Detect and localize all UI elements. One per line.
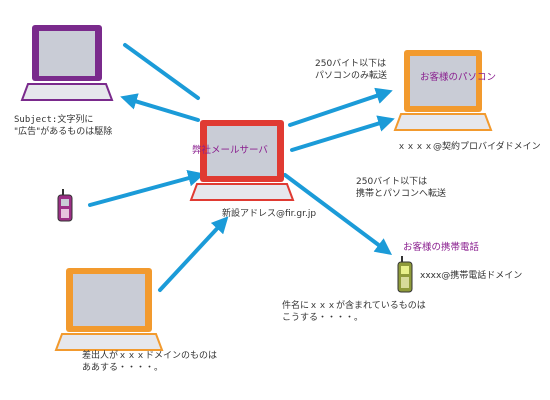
server-screen — [207, 126, 277, 176]
laptop-top-left — [20, 25, 114, 101]
laptop-bottom-screen — [73, 274, 145, 326]
phone-display — [61, 199, 69, 206]
laptop-bottom-keyboard — [54, 333, 164, 351]
arrow-server-to-customer-pc-1 — [288, 87, 393, 127]
both-forward-note-line1: 250バイト以下は — [356, 177, 428, 187]
sender-rule-note-line2: ああする・・・・。 — [82, 363, 164, 373]
sender-phone — [57, 189, 73, 222]
customer-pc-label: お客様のパソコン — [420, 72, 497, 83]
arrow-server-to-top-left-pc — [120, 93, 200, 122]
laptop-keyboard — [20, 83, 114, 101]
customer-mobile-phone — [397, 256, 413, 293]
mobile-keys — [401, 277, 409, 288]
arrow-server-to-customer-pc-2 — [290, 115, 395, 152]
both-forward-note-line2: 携帯とパソコンへ転送 — [356, 189, 447, 199]
subject-filter-note-line2: "広告"があるものは駆除 — [14, 127, 113, 137]
mobile-display — [401, 266, 409, 274]
customer-pc-domain: ｘｘｘｘ@契約プロバイダドメイン — [397, 142, 541, 152]
laptop-bottom-left — [54, 268, 164, 351]
arrow-top-left-pc-to-server — [123, 43, 200, 100]
phone-antenna — [62, 189, 64, 196]
laptop-screen — [39, 31, 95, 76]
subject-rule-note-line1: 件名にｘｘｘが含まれているものは — [282, 301, 426, 311]
customer-pc-keyboard — [393, 113, 493, 131]
subject-filter-note-line1: Subject:文字列に — [14, 115, 94, 125]
arrow-server-to-mobile — [283, 173, 393, 256]
flow-arrows — [88, 43, 395, 292]
customer-mobile-label: お客様の携帯電話 — [403, 242, 480, 253]
server-address: 新設アドレス@fir.gr.jp — [222, 209, 317, 219]
customer-mobile-domain: xxxx@携帯電話ドメイン — [420, 271, 523, 281]
sender-rule-note-line1: 差出人がｘｘｘドメインのものは — [82, 351, 218, 361]
arrow-phone-to-server — [88, 169, 205, 207]
server-keyboard — [189, 183, 295, 201]
phone-keys — [61, 209, 69, 218]
server-laptop — [189, 120, 295, 201]
subject-rule-note-line2: こうする・・・・。 — [282, 313, 364, 323]
pc-only-note-line1: 250バイト以下は — [315, 59, 387, 69]
customer-pc-screen — [410, 56, 476, 106]
arrow-bottom-pc-to-server — [158, 216, 229, 292]
server-label: 弊社メールサーバ — [192, 145, 268, 156]
customer-pc-laptop — [393, 50, 493, 131]
pc-only-note-line2: パソコンのみ転送 — [315, 71, 388, 81]
mobile-antenna — [401, 256, 403, 263]
